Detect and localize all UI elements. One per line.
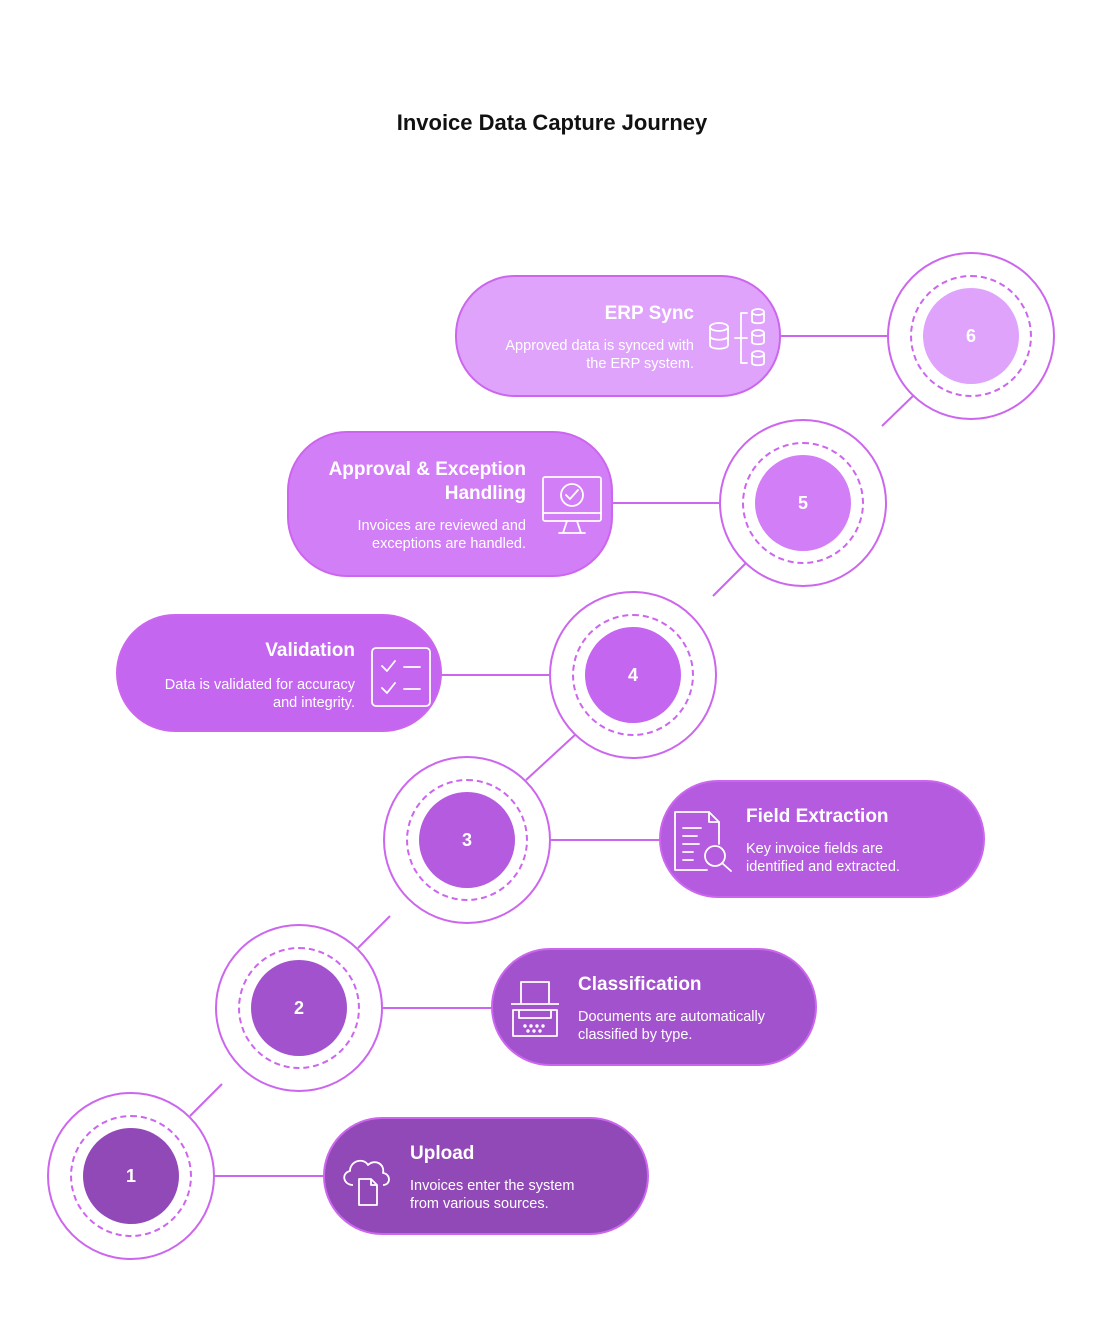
step-2-desc-line1: Documents are automatically xyxy=(578,1009,765,1025)
step-1-desc-line2: from various sources. xyxy=(410,1196,549,1212)
step-4-number: 4 xyxy=(585,627,681,723)
step-5-title-line1: Approval & Exception xyxy=(328,459,526,480)
step-3-number: 3 xyxy=(419,792,515,888)
step-5-ring: 5 xyxy=(719,419,887,587)
step-5-title-line2: Handling xyxy=(444,483,526,504)
step-1-ring: 1 xyxy=(47,1092,215,1260)
step-5-card: Approval & Exception Handling Invoices a… xyxy=(287,431,613,577)
document-search-icon xyxy=(674,811,732,872)
step-3-card: Field Extraction Key invoice fields are … xyxy=(659,780,985,898)
step-6-desc-line2: the ERP system. xyxy=(586,356,694,372)
scanner-icon xyxy=(511,981,559,1037)
step-4-card: Validation Data is validated for accurac… xyxy=(116,614,442,732)
database-sync-icon xyxy=(709,308,765,367)
step-6-desc-line1: Approved data is synced with xyxy=(505,338,694,354)
step-3-desc-line2: identified and extracted. xyxy=(746,859,900,875)
step-2-number: 2 xyxy=(251,960,347,1056)
step-5-desc-line1: Invoices are reviewed and xyxy=(357,518,526,534)
step-6-card: ERP Sync Approved data is synced with th… xyxy=(455,275,781,397)
step-3-title: Field Extraction xyxy=(746,806,889,827)
step-5-number: 5 xyxy=(755,455,851,551)
step-2-title: Classification xyxy=(578,974,702,995)
step-3-ring: 3 xyxy=(383,756,551,924)
cloud-document-icon xyxy=(343,1159,390,1206)
link-3-4 xyxy=(525,733,577,781)
link-1-2 xyxy=(189,1083,223,1117)
step-4-ring: 4 xyxy=(549,591,717,759)
link-4-5 xyxy=(712,562,747,597)
step-4-desc-line1: Data is validated for accuracy xyxy=(164,677,355,693)
step-4-desc-line2: and integrity. xyxy=(273,695,355,711)
step-1-card: Upload Invoices enter the system from va… xyxy=(323,1117,649,1235)
step-2-ring: 2 xyxy=(215,924,383,1092)
step-2-card: Classification Documents are automatical… xyxy=(491,948,817,1066)
step-3-desc-line1: Key invoice fields are xyxy=(746,841,884,857)
link-2-3 xyxy=(357,915,391,949)
step-1-title: Upload xyxy=(410,1143,475,1164)
step-1-number: 1 xyxy=(83,1128,179,1224)
step-6-title: ERP Sync xyxy=(604,303,694,324)
step-6-ring: 6 xyxy=(887,252,1055,420)
checklist-icon xyxy=(371,647,431,707)
link-5-6 xyxy=(881,394,915,427)
step-5-desc-line2: exceptions are handled. xyxy=(372,536,526,552)
diagram-title: Invoice Data Capture Journey xyxy=(396,110,708,135)
step-6-number: 6 xyxy=(923,288,1019,384)
step-2-desc-line2: classified by type. xyxy=(578,1027,693,1043)
step-4-title: Validation xyxy=(265,640,355,661)
monitor-check-icon xyxy=(542,476,602,534)
step-1-desc-line1: Invoices enter the system xyxy=(410,1178,575,1194)
